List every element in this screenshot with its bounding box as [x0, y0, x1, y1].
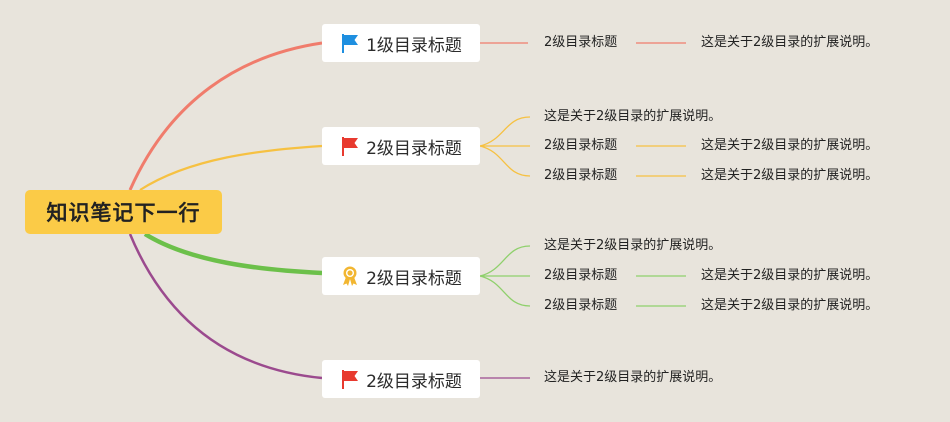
branch-line-4 [128, 233, 323, 380]
red-flag-icon [340, 368, 360, 390]
subtopic-detail[interactable]: 这是关于2级目录的扩展说明。 [701, 138, 879, 153]
subtopic-note[interactable]: 这是关于2级目录的扩展说明。 [544, 109, 722, 124]
subtopic-label[interactable]: 2级目录标题 [544, 138, 618, 153]
subtopic-detail[interactable]: 这是关于2级目录的扩展说明。 [701, 168, 879, 183]
subtopic-label[interactable]: 2级目录标题 [544, 35, 618, 50]
topic-3-label: 2级目录标题 [366, 268, 462, 289]
branch-line-1 [128, 41, 323, 191]
branch-line-3 [143, 232, 323, 276]
branch-line-2 [139, 144, 323, 191]
root-topic-label: 知识笔记下一行 [46, 201, 201, 225]
topic-2-label: 2级目录标题 [366, 138, 462, 159]
child-line [479, 116, 531, 147]
topic-3[interactable]: 2级目录标题 [322, 257, 480, 295]
topic-1[interactable]: 1级目录标题 [322, 24, 480, 62]
subtopic-label[interactable]: 2级目录标题 [544, 268, 618, 283]
subtopic-note[interactable]: 这是关于2级目录的扩展说明。 [544, 238, 722, 253]
subtopic-detail[interactable]: 这是关于2级目录的扩展说明。 [701, 35, 879, 50]
topic-4[interactable]: 2级目录标题 [322, 360, 480, 398]
topic-1-label: 1级目录标题 [366, 35, 462, 56]
blue-flag-icon [340, 32, 360, 54]
topic-2[interactable]: 2级目录标题 [322, 127, 480, 165]
subtopic-label[interactable]: 2级目录标题 [544, 168, 618, 183]
topic-4-label: 2级目录标题 [366, 371, 462, 392]
subtopic-detail[interactable]: 这是关于2级目录的扩展说明。 [701, 298, 879, 313]
child-line [479, 245, 531, 277]
child-line [479, 275, 531, 307]
red-flag-icon [340, 135, 360, 157]
child-line [479, 145, 531, 177]
award-medal-icon [340, 265, 360, 287]
subtopic-detail[interactable]: 这是关于2级目录的扩展说明。 [701, 268, 879, 283]
subtopic-note[interactable]: 这是关于2级目录的扩展说明。 [544, 370, 722, 385]
root-topic[interactable]: 知识笔记下一行 [25, 190, 222, 234]
subtopic-label[interactable]: 2级目录标题 [544, 298, 618, 313]
